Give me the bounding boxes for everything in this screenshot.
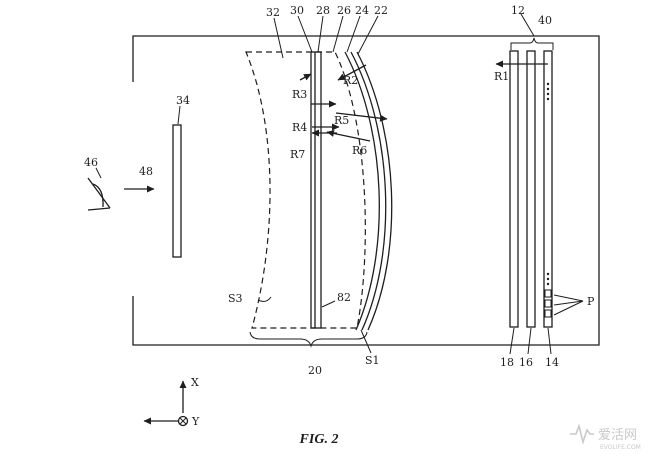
panel-14 [543, 50, 553, 328]
ray-R5 [335, 112, 388, 122]
label-46: 46 [84, 156, 98, 169]
bracket-40 [510, 37, 554, 50]
axis-y-symbol [177, 415, 189, 427]
leader-S3 [257, 296, 272, 302]
label-14: 14 [545, 356, 559, 369]
label-S3: S3 [228, 292, 243, 305]
dashed-lens-32 [245, 51, 366, 329]
axis-x-label: X [191, 376, 199, 389]
label-R2: R2 [343, 74, 358, 87]
leader-18 [509, 327, 515, 355]
pixel-dots-top [546, 82, 550, 101]
label-12: 12 [511, 4, 525, 17]
pixel-dots-bottom [546, 272, 550, 286]
label-P: P [587, 295, 595, 308]
label-S1: S1 [365, 354, 380, 367]
label-28: 28 [316, 4, 330, 17]
ray-R2 [337, 64, 367, 81]
watermark-logo: 爱活网 EVOLIFE.COM [570, 423, 641, 451]
leader-28 [317, 15, 324, 53]
leader-16 [527, 327, 532, 355]
label-30: 30 [290, 4, 304, 17]
pixel-cells [544, 289, 552, 318]
axis-y-label: Y [191, 415, 200, 428]
leader-12 [520, 13, 535, 37]
display-element-34 [172, 124, 182, 258]
label-24: 24 [355, 4, 369, 17]
eye-leader-line [95, 167, 102, 179]
label-16: 16 [519, 356, 533, 369]
label-R5: R5 [334, 114, 349, 127]
label-40: 40 [538, 14, 552, 27]
label-R1: R1 [494, 70, 509, 83]
label-R6: R6 [352, 144, 367, 157]
leader-24 [346, 15, 361, 53]
leader-S1 [360, 329, 372, 354]
leader-26 [332, 15, 344, 53]
label-R7: R7 [290, 148, 305, 161]
label-48: 48 [139, 165, 153, 178]
leader-30 [297, 15, 313, 53]
panel-18 [509, 50, 519, 328]
label-20: 20 [308, 364, 322, 377]
label-82: 82 [337, 291, 351, 304]
leader-32 [273, 17, 284, 59]
label-32: 32 [266, 6, 280, 19]
label-26: 26 [337, 4, 351, 17]
leader-22 [357, 15, 379, 55]
eye-symbol [87, 177, 111, 211]
label-R4: R4 [292, 121, 307, 134]
ray-R3 [299, 73, 312, 81]
housing-outline [132, 35, 600, 346]
bracket-20 [249, 331, 368, 348]
label-34: 34 [176, 94, 190, 107]
label-R3: R3 [292, 88, 307, 101]
panel-16 [526, 50, 536, 328]
leader-14 [547, 327, 552, 355]
leader-82 [321, 300, 336, 308]
label-22: 22 [374, 4, 388, 17]
film-stack-28-30 [310, 51, 322, 329]
curved-surface-22 [356, 51, 393, 331]
label-18: 18 [500, 356, 514, 369]
svg-text:EVOLIFE.COM: EVOLIFE.COM [600, 444, 641, 451]
leader-34 [177, 105, 181, 125]
leaders-P [553, 294, 584, 316]
curved-surface-24 [350, 51, 387, 331]
curved-surface-inner [344, 51, 380, 331]
svg-text:爱活网: 爱活网 [598, 428, 637, 443]
figure-caption: FIG. 2 [299, 432, 339, 447]
